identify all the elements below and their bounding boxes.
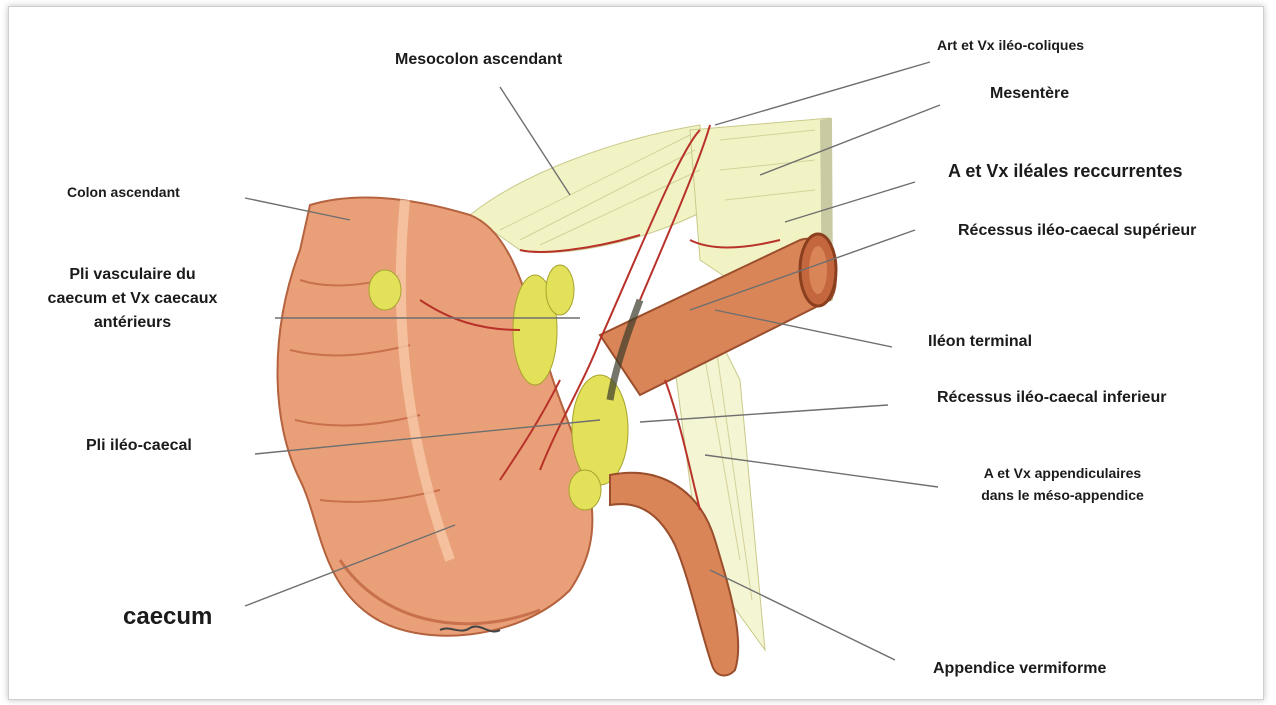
label-mesocolon-ascendant: Mesocolon ascendant — [395, 51, 562, 69]
label-mesentere: Mesentère — [990, 85, 1069, 103]
label-pli-vasculaire-line1: Pli vasculaire du — [10, 263, 255, 287]
label-art-vx-ileo-coliques: Art et Vx iléo-coliques — [937, 37, 1084, 53]
label-a-vx-appendiculaires-line1: A et Vx appendiculaires — [950, 462, 1175, 484]
label-recessus-ileo-caecal-inferieur: Récessus iléo-caecal inferieur — [937, 389, 1166, 407]
label-appendice-vermiforme: Appendice vermiforme — [933, 660, 1106, 678]
leader-recessus-inf — [640, 405, 888, 422]
label-ileon-terminal: Iléon terminal — [928, 333, 1032, 351]
label-pli-ileo-caecal: Pli iléo-caecal — [86, 437, 192, 455]
label-caecum: caecum — [123, 603, 212, 631]
label-a-vx-ileales-reccurrentes: A et Vx iléales reccurrentes — [948, 161, 1182, 182]
label-colon-ascendant: Colon ascendant — [67, 184, 180, 200]
label-pli-vasculaire-line3: antérieurs — [10, 311, 255, 335]
label-recessus-ileo-caecal-superieur: Récessus iléo-caecal supérieur — [958, 222, 1196, 240]
label-a-vx-appendiculaires-line2: dans le méso-appendice — [950, 484, 1175, 506]
mesocolon-sheet — [470, 125, 705, 253]
colon-body — [278, 198, 593, 636]
label-pli-vasculaire-line2: caecum et Vx caecaux — [10, 287, 255, 311]
leader-art-vx-ileocoliques — [715, 62, 930, 125]
label-a-vx-appendiculaires: A et Vx appendiculaires dans le méso-app… — [950, 462, 1175, 506]
label-pli-vasculaire: Pli vasculaire du caecum et Vx caecaux a… — [10, 263, 255, 335]
